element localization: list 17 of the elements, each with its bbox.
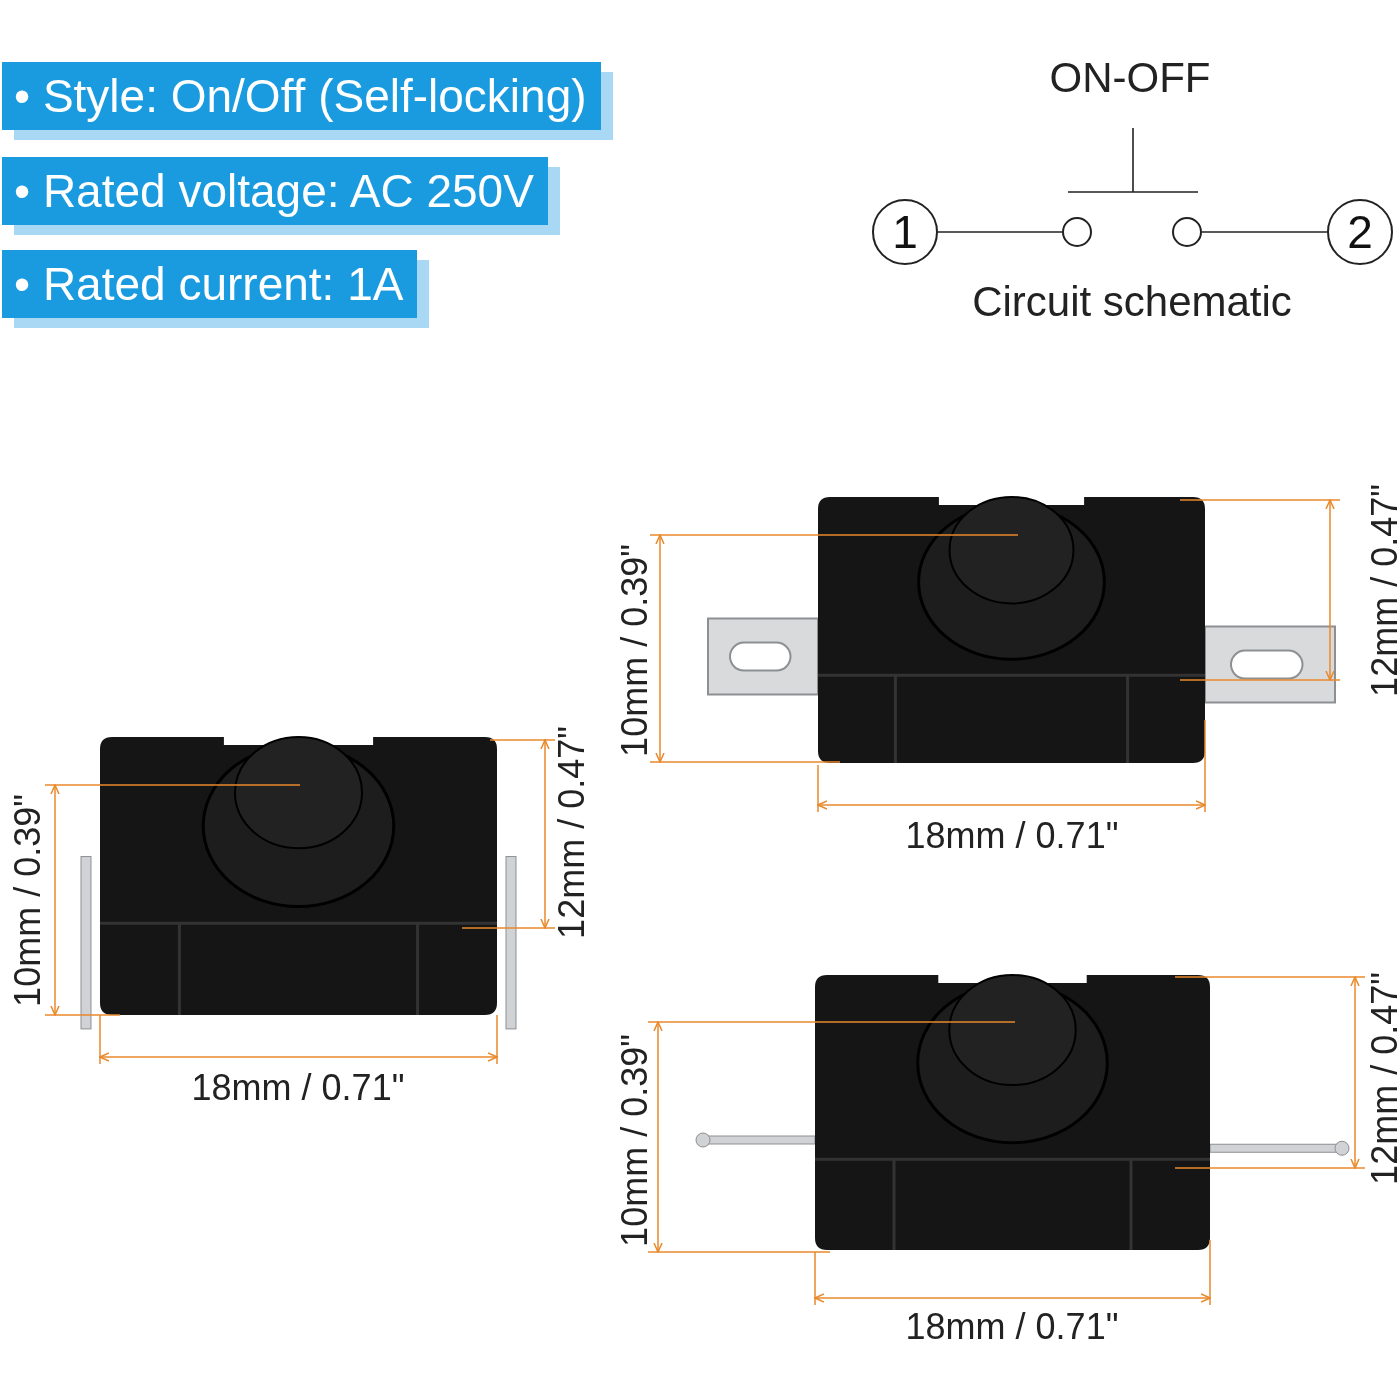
wire <box>1201 231 1328 233</box>
dimension-label: 10mm / 0.39" <box>614 1033 656 1247</box>
switch-type-label: ON-OFF <box>1049 54 1211 102</box>
wire <box>937 231 1063 233</box>
dimension-label: 12mm / 0.47" <box>1364 483 1400 697</box>
dimension-label: 10mm / 0.39" <box>614 543 656 757</box>
pin-number-circle: 1 <box>872 199 938 265</box>
pin-number-circle: 2 <box>1327 199 1393 265</box>
schematic-caption: Circuit schematic <box>972 278 1292 326</box>
dimension-label: 18mm / 0.71" <box>905 1306 1119 1348</box>
switch-contact-circle <box>1172 217 1202 247</box>
dimension-label: 12mm / 0.47" <box>551 725 593 939</box>
dimension-label: 10mm / 0.39" <box>7 793 49 1007</box>
dimension-label: 18mm / 0.71" <box>905 815 1119 857</box>
dimension-label: 18mm / 0.71" <box>191 1067 405 1109</box>
switch-contact-circle <box>1062 217 1092 247</box>
dimension-label: 12mm / 0.47" <box>1364 971 1400 1185</box>
